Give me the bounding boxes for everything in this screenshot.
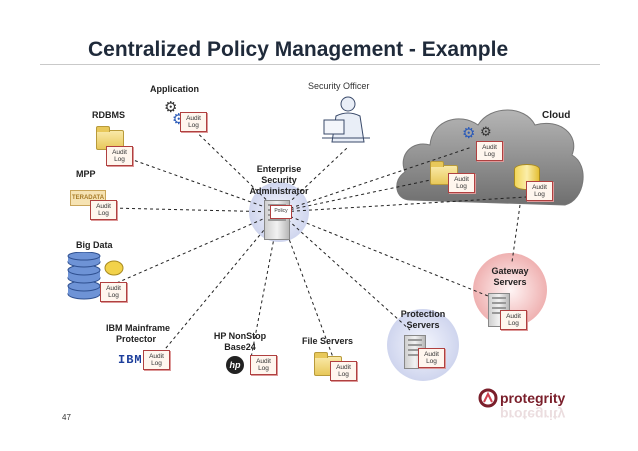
security-officer-label: Security Officer bbox=[308, 81, 370, 91]
ibm-logo: IBM bbox=[118, 353, 143, 367]
policy-badge: Policy bbox=[270, 205, 292, 219]
application-label: Application bbox=[150, 84, 199, 94]
gateway-servers-label: Gateway Servers bbox=[491, 266, 529, 287]
title-divider bbox=[40, 64, 600, 65]
brand-logo: protegrity bbox=[500, 390, 566, 406]
page-number: 47 bbox=[62, 413, 71, 422]
protegrity-logo-icon bbox=[478, 388, 498, 408]
center-label: Enterprise Security Administrator bbox=[249, 164, 309, 196]
gear-icon: ⚙ bbox=[164, 99, 178, 116]
ibm-mainframe-label: IBM Mainframe Protector bbox=[106, 323, 171, 344]
security-officer-icon bbox=[322, 96, 370, 143]
hp-nonstop-label: HP NonStop Base24 bbox=[213, 331, 267, 352]
rdbms-label: RDBMS bbox=[92, 110, 125, 120]
hadoop-elephant-icon bbox=[104, 260, 124, 276]
file-servers-label: File Servers bbox=[302, 336, 354, 346]
brand-reflection: protegrity bbox=[500, 407, 566, 423]
gear-icon: ⚙ bbox=[480, 124, 492, 139]
hp-logo: hp bbox=[226, 356, 244, 374]
big-data-stack-icon bbox=[67, 252, 124, 300]
gear-icon: ⚙ bbox=[462, 125, 476, 142]
protection-servers-label: Protection Servers bbox=[400, 309, 446, 330]
mpp-label: MPP bbox=[76, 169, 96, 179]
page-title: Centralized Policy Management - Example bbox=[88, 38, 509, 61]
big-data-label: Big Data bbox=[76, 240, 113, 250]
cloud-label: Cloud bbox=[542, 110, 571, 121]
